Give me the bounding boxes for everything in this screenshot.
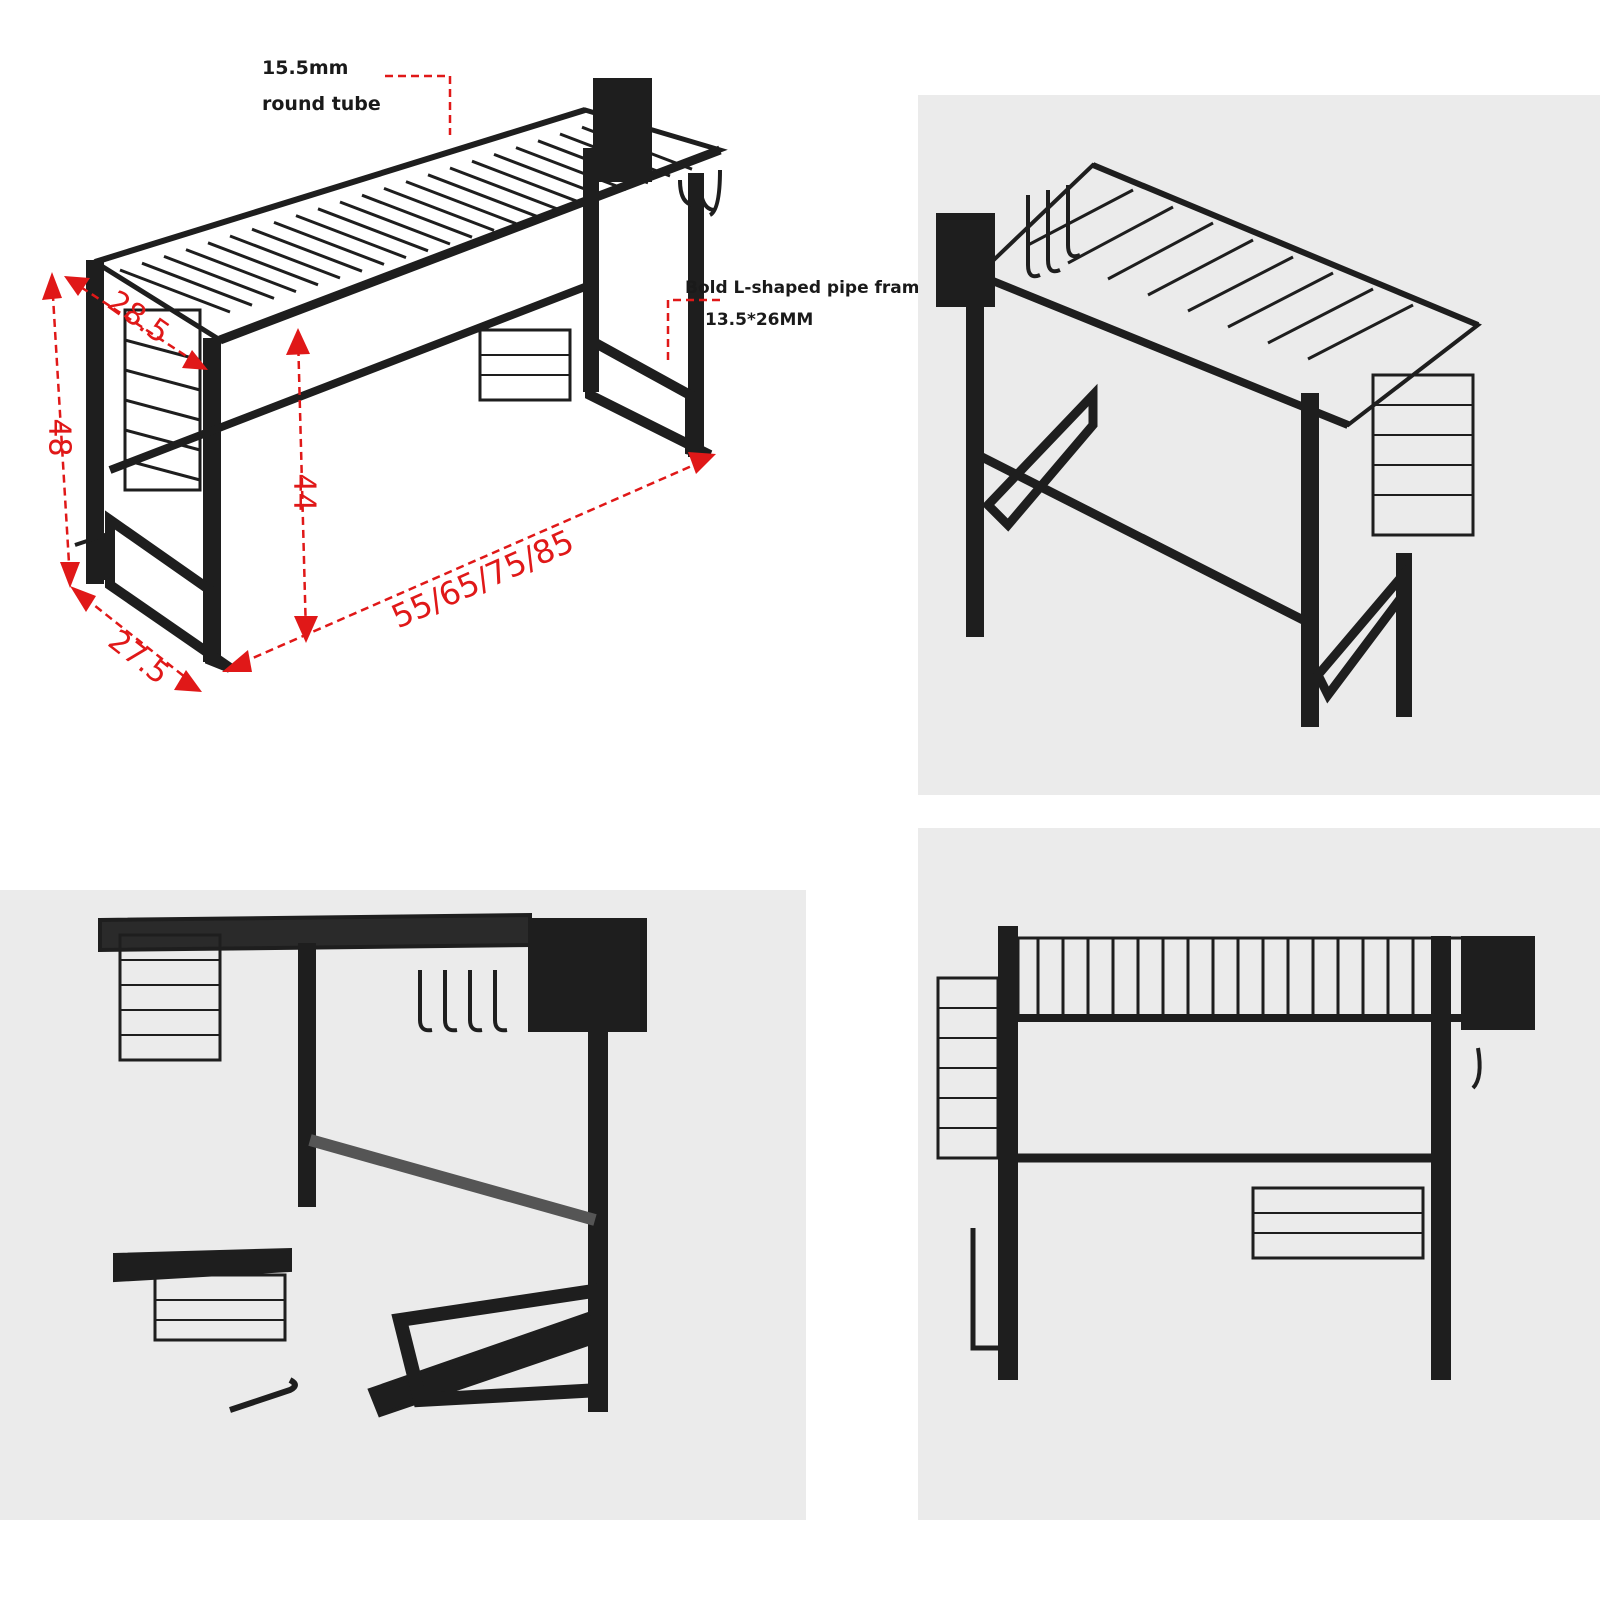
height-inner-dimension: 44 [286, 473, 322, 512]
rack-side-drawing [98, 912, 647, 1418]
rack-angled-drawing [936, 162, 1482, 727]
dish-wire [141, 261, 253, 307]
dish-wire [317, 207, 429, 253]
rack-diagram-drawing [42, 74, 728, 692]
rack-photo-side [0, 890, 806, 1520]
dish-wire [119, 268, 231, 314]
dish-wire [471, 159, 583, 205]
pipe-frame-size: 13.5*26MM [705, 310, 814, 330]
dish-wire [229, 234, 341, 280]
pipe-frame-label: Bold L-shaped pipe frame 13.5*26MM [685, 272, 931, 336]
height-total-dimension: 48 [41, 418, 77, 457]
dish-wire [515, 146, 627, 192]
dish-wire [339, 200, 451, 246]
dish-wire [251, 227, 363, 273]
dish-wire [185, 248, 297, 294]
rack-front-drawing [936, 926, 1535, 1380]
dish-wire [383, 186, 495, 232]
dish-wire [361, 193, 473, 239]
round-tube-label: 15.5mm round tube [262, 50, 381, 122]
round-tube-text: round tube [262, 93, 381, 115]
dish-wire [295, 214, 407, 260]
dish-wire [207, 241, 319, 287]
dish-wire [427, 173, 539, 219]
dish-wire [163, 254, 275, 300]
dimension-diagram-panel: 15.5mm round tube Bold L-shaped pipe fra… [0, 0, 931, 760]
rack-photo-angled [918, 95, 1600, 795]
rack-photo-front [918, 828, 1600, 1520]
dish-wire [405, 180, 517, 226]
pipe-frame-text: Bold L-shaped pipe frame [685, 278, 932, 298]
dish-wire [449, 166, 561, 212]
round-tube-size: 15.5mm [262, 57, 349, 79]
dish-wire [273, 220, 385, 266]
